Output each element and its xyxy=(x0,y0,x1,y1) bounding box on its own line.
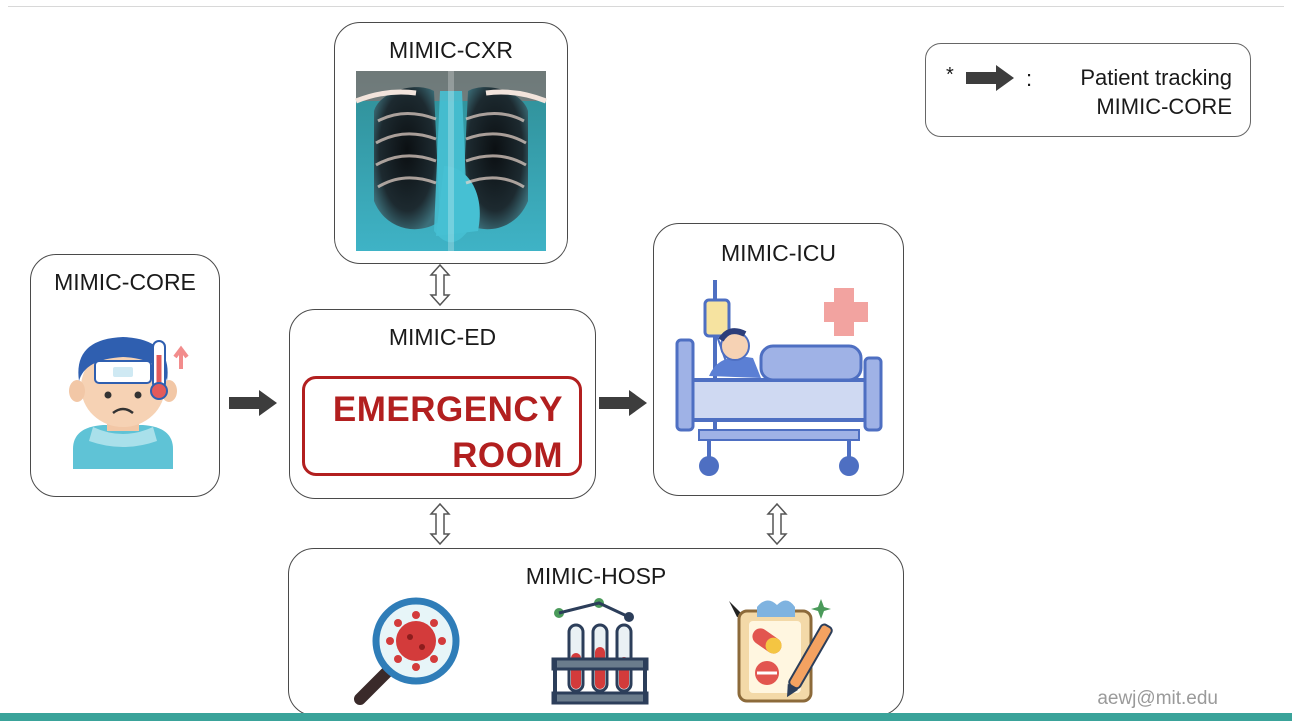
bottom-accent-bar xyxy=(0,713,1292,721)
mimic-hosp-title: MIMIC-HOSP xyxy=(525,563,667,589)
slide-frame xyxy=(8,6,1284,711)
legend-colon: : xyxy=(1026,66,1033,91)
mimic-cxr-box: MIMIC-CXR xyxy=(334,22,568,264)
core-to-ed-arrow xyxy=(229,390,277,416)
right-arrow-icon xyxy=(966,65,1014,91)
legend-line-1: Patient tracking xyxy=(1080,65,1232,90)
author-email: aewj@mit.edu xyxy=(1097,688,1218,709)
mimic-icu-box: MIMIC-ICU xyxy=(653,223,904,496)
test-tubes-icon xyxy=(551,598,649,705)
ed-hosp-double-arrow xyxy=(429,502,451,546)
sick-child-thermometer-icon xyxy=(69,337,189,469)
mimic-ed-box: MIMIC-ED EMERGENCY ROOM xyxy=(289,309,596,499)
emergency-room-sign: EMERGENCY ROOM xyxy=(302,376,582,476)
hospital-bed-patient-icon xyxy=(675,280,883,476)
legend-box: * : Patient tracking MIMIC-CORE xyxy=(925,43,1251,137)
prescription-clipboard-icon xyxy=(729,599,833,703)
mimic-cxr-title: MIMIC-CXR xyxy=(389,37,513,63)
legend-star: * xyxy=(946,64,954,86)
room-text: ROOM xyxy=(452,436,563,475)
mimic-core-box: MIMIC-CORE xyxy=(30,254,220,497)
chest-xray-image xyxy=(355,71,547,251)
mimic-hosp-box: MIMIC-HOSP xyxy=(288,548,904,716)
icu-hosp-double-arrow xyxy=(766,502,788,546)
ed-to-icu-arrow xyxy=(599,390,647,416)
mimic-ed-title: MIMIC-ED xyxy=(388,324,497,350)
legend-line-2: MIMIC-CORE xyxy=(1096,94,1232,119)
virus-magnifier-icon xyxy=(354,597,460,705)
emergency-text: EMERGENCY xyxy=(332,390,563,429)
mimic-core-title: MIMIC-CORE xyxy=(54,269,196,295)
mimic-icu-title: MIMIC-ICU xyxy=(721,240,836,266)
cxr-ed-double-arrow xyxy=(429,263,451,307)
